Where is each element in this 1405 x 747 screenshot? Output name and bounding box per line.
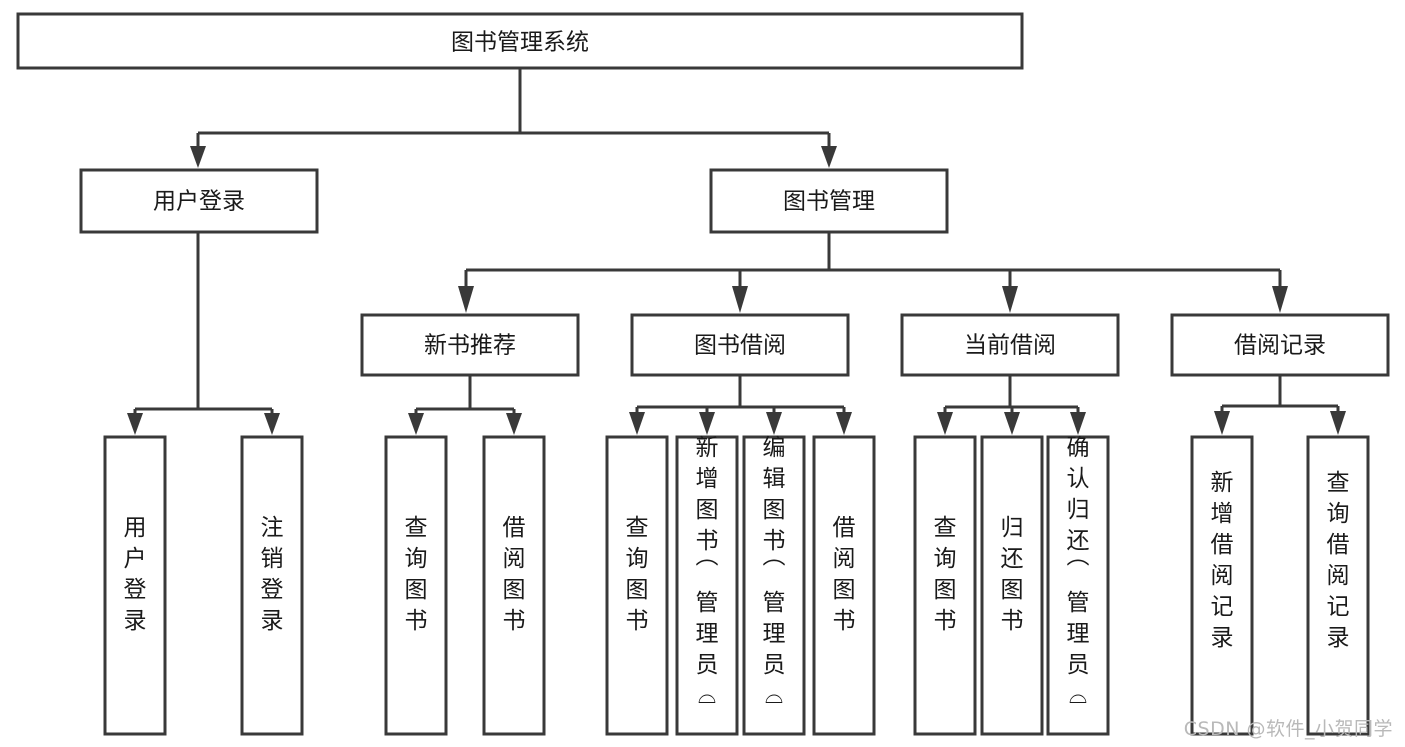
arrow-leaf-login-2 bbox=[264, 413, 280, 435]
node-leaf-current-2[interactable]: 归还图书 bbox=[980, 435, 1044, 736]
node-leaf-borrow-1[interactable]: 查询图书 bbox=[605, 435, 669, 736]
node-root-box[interactable] bbox=[16, 12, 1024, 70]
arrow-newbook bbox=[458, 286, 474, 313]
node-leaf-borrow-4-label: 借阅图书 bbox=[833, 515, 856, 634]
node-current-box[interactable] bbox=[900, 313, 1120, 377]
node-leaf-newbook-2-label: 借阅图书 bbox=[503, 515, 526, 634]
node-leaf-records-1[interactable]: 新增借阅记录 bbox=[1190, 435, 1254, 736]
arrow-bookmgmt bbox=[821, 146, 837, 168]
arrow-leaf-newbook-1 bbox=[408, 413, 424, 435]
node-leaf-current-1-box[interactable] bbox=[913, 435, 977, 736]
node-leaf-borrow-2-label: 新增图书⌒管理员⌓ bbox=[696, 435, 719, 709]
node-leaf-records-2-box[interactable] bbox=[1306, 435, 1370, 736]
node-leaf-borrow-3-label: 编辑图书⌒管理员⌓ bbox=[763, 435, 786, 709]
arrow-login bbox=[190, 146, 206, 168]
node-leaf-borrow-2[interactable]: 新增图书⌒管理员⌓ bbox=[675, 435, 739, 736]
arrow-records bbox=[1272, 286, 1288, 313]
arrow-leaf-borrow-2 bbox=[699, 412, 715, 435]
node-current-label: 当前借阅 bbox=[964, 333, 1056, 359]
arrow-current bbox=[1002, 286, 1018, 313]
node-leaf-newbook-1-label: 查询图书 bbox=[405, 515, 428, 634]
node-leaf-current-2-label: 归还图书 bbox=[1001, 515, 1024, 634]
node-leaf-login-1-label: 用户登录 bbox=[124, 515, 147, 634]
connector-layer bbox=[127, 68, 1346, 435]
node-newbook[interactable]: 新书推荐 bbox=[360, 313, 580, 377]
node-root-label: 图书管理系统 bbox=[451, 30, 589, 56]
arrow-leaf-records-2 bbox=[1330, 411, 1346, 435]
arrow-borrow bbox=[732, 286, 748, 313]
node-leaf-login-1-box[interactable] bbox=[103, 435, 167, 736]
node-leaf-records-1-label: 新增借阅记录 bbox=[1211, 470, 1234, 651]
node-login-box[interactable] bbox=[79, 168, 319, 234]
node-leaf-records-2-label: 查询借阅记录 bbox=[1327, 470, 1350, 651]
node-leaf-current-3-label: 确认归还⌒管理员⌓ bbox=[1067, 435, 1090, 709]
node-leaf-current-1[interactable]: 查询图书 bbox=[913, 435, 977, 736]
node-bookmgmt[interactable]: 图书管理 bbox=[709, 168, 949, 234]
node-borrow[interactable]: 图书借阅 bbox=[630, 313, 850, 377]
node-leaf-current-1-label: 查询图书 bbox=[934, 515, 957, 634]
node-leaf-records-1-box[interactable] bbox=[1190, 435, 1254, 736]
node-current[interactable]: 当前借阅 bbox=[900, 313, 1120, 377]
node-leaf-current-3-box[interactable] bbox=[1046, 435, 1110, 736]
node-root[interactable]: 图书管理系统 bbox=[16, 12, 1024, 70]
node-records-box[interactable] bbox=[1170, 313, 1390, 377]
arrow-leaf-records-1 bbox=[1214, 411, 1230, 435]
node-borrow-label: 图书借阅 bbox=[694, 333, 786, 359]
arrow-leaf-borrow-3 bbox=[766, 412, 782, 435]
node-leaf-newbook-2-box[interactable] bbox=[482, 435, 546, 736]
arrow-leaf-current-3 bbox=[1070, 412, 1086, 435]
node-leaf-login-2[interactable]: 注销登录 bbox=[240, 435, 304, 736]
node-leaf-borrow-4-box[interactable] bbox=[812, 435, 876, 736]
node-leaf-current-2-box[interactable] bbox=[980, 435, 1044, 736]
node-leaf-borrow-3-box[interactable] bbox=[742, 435, 806, 736]
node-leaf-records-2[interactable]: 查询借阅记录 bbox=[1306, 435, 1370, 736]
node-borrow-box[interactable] bbox=[630, 313, 850, 377]
node-leaf-newbook-1[interactable]: 查询图书 bbox=[384, 435, 448, 736]
node-newbook-box[interactable] bbox=[360, 313, 580, 377]
node-newbook-label: 新书推荐 bbox=[424, 333, 516, 359]
arrow-leaf-login-1 bbox=[127, 413, 143, 435]
node-bookmgmt-label: 图书管理 bbox=[783, 189, 875, 215]
node-leaf-login-2-label: 注销登录 bbox=[261, 515, 284, 634]
node-login-label: 用户登录 bbox=[153, 189, 245, 215]
node-records[interactable]: 借阅记录 bbox=[1170, 313, 1390, 377]
arrow-leaf-current-2 bbox=[1004, 412, 1020, 435]
node-leaf-newbook-1-box[interactable] bbox=[384, 435, 448, 736]
node-leaf-borrow-1-label: 查询图书 bbox=[626, 515, 649, 634]
arrow-leaf-borrow-4 bbox=[836, 412, 852, 435]
arrow-leaf-newbook-2 bbox=[506, 413, 522, 435]
node-records-label: 借阅记录 bbox=[1234, 333, 1326, 359]
arrow-leaf-borrow-1 bbox=[629, 412, 645, 435]
node-login[interactable]: 用户登录 bbox=[79, 168, 319, 234]
node-leaf-login-2-box[interactable] bbox=[240, 435, 304, 736]
node-leaf-borrow-4[interactable]: 借阅图书 bbox=[812, 435, 876, 736]
node-bookmgmt-box[interactable] bbox=[709, 168, 949, 234]
node-leaf-borrow-2-box[interactable] bbox=[675, 435, 739, 736]
node-leaf-borrow-3[interactable]: 编辑图书⌒管理员⌓ bbox=[742, 435, 806, 736]
node-leaf-borrow-1-box[interactable] bbox=[605, 435, 669, 736]
node-leaf-newbook-2[interactable]: 借阅图书 bbox=[482, 435, 546, 736]
node-leaf-current-3[interactable]: 确认归还⌒管理员⌓ bbox=[1046, 435, 1110, 736]
arrow-leaf-current-1 bbox=[937, 412, 953, 435]
node-leaf-login-1[interactable]: 用户登录 bbox=[103, 435, 167, 736]
